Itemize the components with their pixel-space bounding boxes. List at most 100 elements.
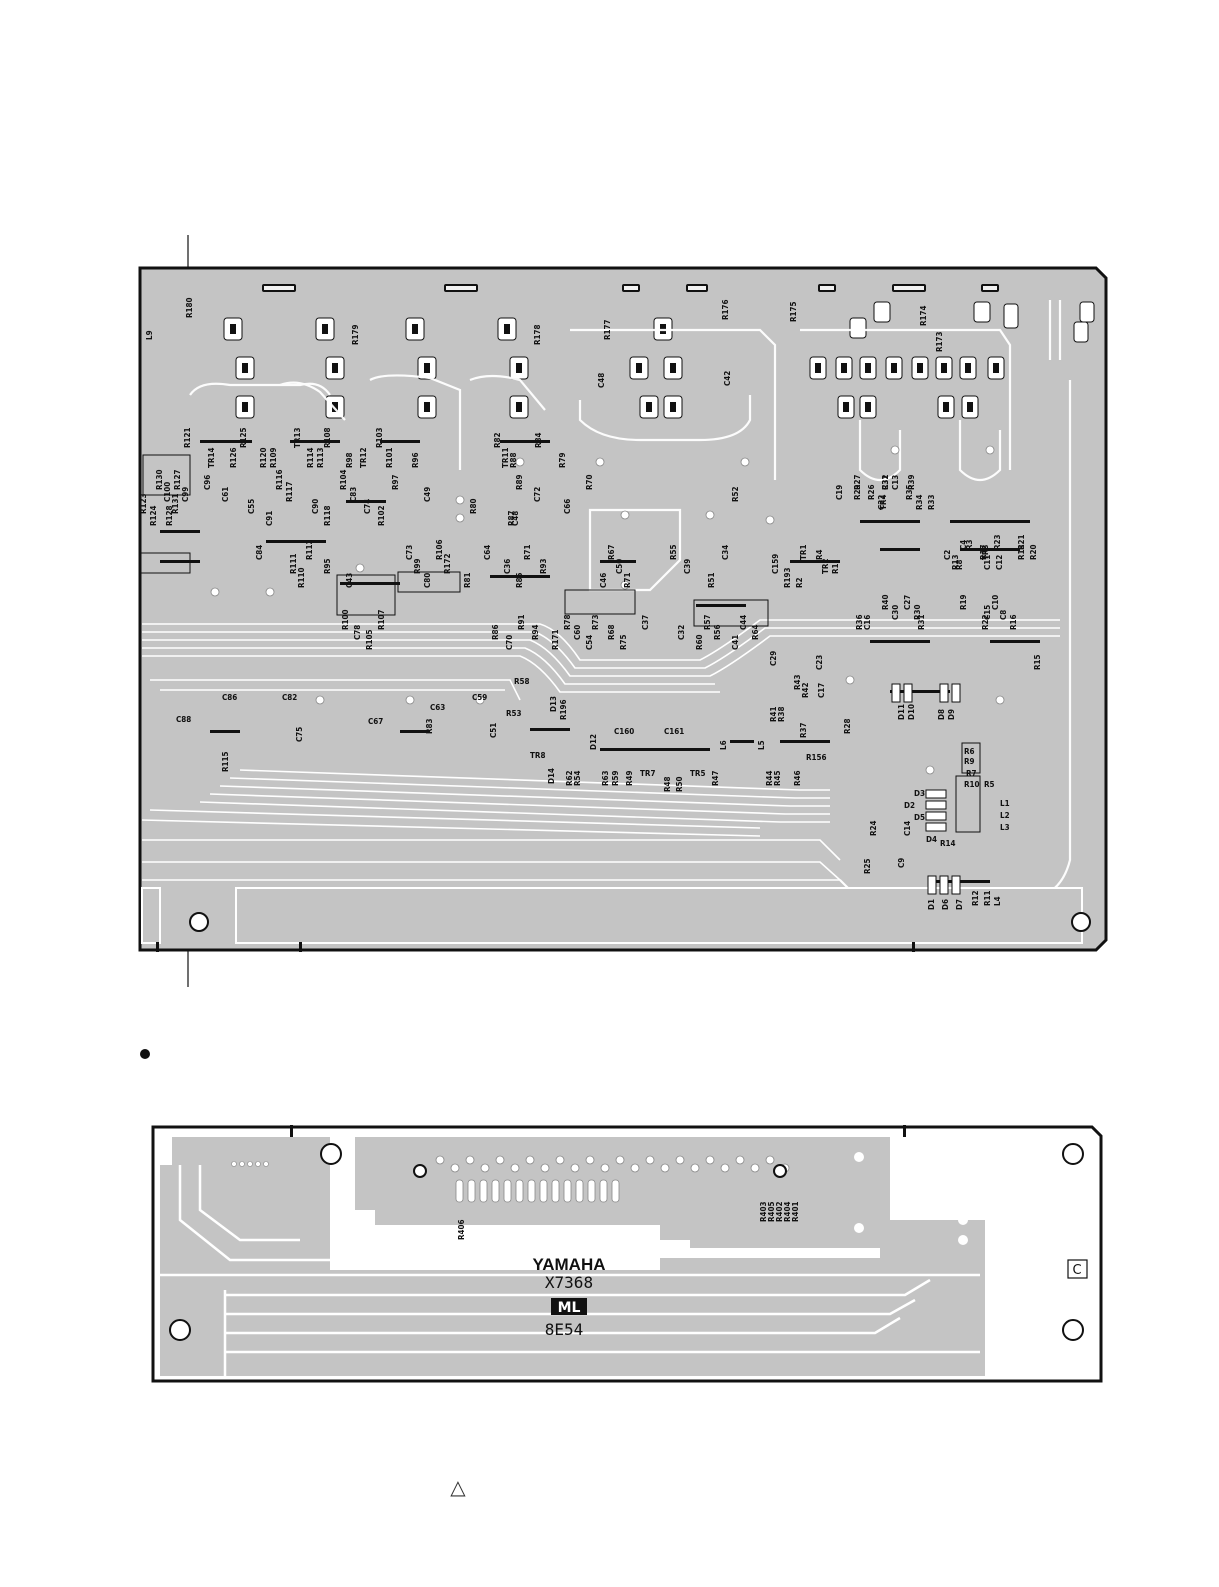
component-label: R115 bbox=[221, 751, 230, 772]
component-label: C34 bbox=[721, 545, 730, 560]
component-label: R91 bbox=[517, 614, 526, 630]
component-label: R98 bbox=[345, 452, 354, 468]
component-label: R125 bbox=[239, 427, 248, 448]
component-label: C37 bbox=[641, 615, 650, 630]
component-label: C48 bbox=[511, 511, 520, 526]
component-label: C90 bbox=[311, 499, 320, 514]
component-label: R43 bbox=[793, 674, 802, 690]
component-label: R101 bbox=[385, 447, 394, 468]
component-label: L6 bbox=[719, 740, 728, 750]
connector-finger bbox=[563, 1179, 572, 1203]
component-label: TR2 bbox=[821, 559, 830, 574]
component-label: L2 bbox=[1000, 811, 1010, 820]
component-label: R405 bbox=[767, 1201, 776, 1222]
component-label: C42 bbox=[723, 371, 732, 386]
component-label: D10 bbox=[907, 704, 916, 720]
component-label: R2 bbox=[795, 577, 804, 588]
component-label: C96 bbox=[203, 475, 212, 490]
component-label: C10 bbox=[991, 595, 1000, 610]
component-label: C61 bbox=[221, 487, 230, 502]
component-label: R175 bbox=[789, 301, 798, 322]
connector-finger bbox=[551, 1179, 560, 1203]
via-pad bbox=[495, 1155, 505, 1165]
lot-code: 8E54 bbox=[545, 1320, 584, 1339]
component-label: R23 bbox=[993, 534, 1002, 550]
component-label: R99 bbox=[413, 558, 422, 574]
component-label: C80 bbox=[423, 573, 432, 588]
ml-badge-bg bbox=[551, 1298, 587, 1315]
component-label: C74 bbox=[363, 499, 372, 514]
component-label: R54 bbox=[573, 770, 582, 786]
component-label: R96 bbox=[411, 452, 420, 468]
component-label: C27 bbox=[903, 595, 912, 610]
component-label: R103 bbox=[375, 427, 384, 448]
component-label: R174 bbox=[919, 305, 928, 326]
connector-finger bbox=[575, 1179, 584, 1203]
component-label: R16 bbox=[1009, 614, 1018, 630]
component-label: R29 bbox=[853, 484, 862, 500]
component-label: C73 bbox=[405, 545, 414, 560]
component-label: R118 bbox=[323, 505, 332, 526]
via-pad bbox=[510, 1163, 520, 1173]
component-label: R34 bbox=[915, 494, 924, 510]
component-label: R11 bbox=[983, 890, 992, 906]
via-pad bbox=[465, 1155, 475, 1165]
component-label: C50 bbox=[615, 559, 624, 574]
component-label: R15 bbox=[1033, 654, 1042, 670]
via-pad bbox=[675, 1155, 685, 1165]
via-pad bbox=[600, 1163, 610, 1173]
via-pad bbox=[480, 1163, 490, 1173]
component-label: R109 bbox=[269, 447, 278, 468]
component-label: D12 bbox=[589, 734, 598, 750]
component-label: R110 bbox=[297, 567, 306, 588]
corner-mark: C bbox=[1072, 1263, 1081, 1278]
component-label: R112 bbox=[305, 539, 314, 560]
via-pad bbox=[630, 1163, 640, 1173]
component-label: D9 bbox=[947, 709, 956, 720]
component-label: C72 bbox=[533, 487, 542, 502]
component-label: R123 bbox=[139, 493, 148, 514]
component-label: R84 bbox=[534, 432, 543, 448]
component-label: R127 bbox=[173, 469, 182, 490]
component-label: C2 bbox=[943, 550, 952, 560]
component-label: R130 bbox=[155, 469, 164, 490]
component-label: R7 bbox=[966, 769, 977, 778]
component-label: R49 bbox=[625, 770, 634, 786]
connector-finger bbox=[479, 1179, 488, 1203]
component-label: TR7 bbox=[640, 769, 655, 778]
connector-finger bbox=[539, 1179, 548, 1203]
component-label: D7 bbox=[955, 899, 964, 910]
component-label: R20 bbox=[1029, 544, 1038, 560]
component-label: C60 bbox=[573, 625, 582, 640]
component-label: C13 bbox=[891, 475, 900, 490]
component-label: C41 bbox=[731, 635, 740, 650]
component-label: R62 bbox=[565, 770, 574, 786]
connector-finger bbox=[503, 1179, 512, 1203]
component-label: C4 bbox=[959, 540, 968, 550]
component-label: R406 bbox=[457, 1219, 466, 1240]
component-label: C44 bbox=[739, 615, 748, 630]
component-label: TR3 bbox=[981, 545, 990, 560]
component-label: C43 bbox=[345, 573, 354, 588]
sub-board bbox=[151, 1125, 1103, 1383]
connector-finger bbox=[515, 1179, 524, 1203]
component-label: R24 bbox=[869, 820, 878, 836]
component-label: R22 bbox=[981, 614, 990, 630]
via-pad bbox=[540, 1163, 550, 1173]
component-label: R114 bbox=[306, 447, 315, 468]
component-label: R79 bbox=[558, 452, 567, 468]
component-label: C30 bbox=[891, 605, 900, 620]
component-label: D3 bbox=[914, 789, 925, 798]
component-label: R172 bbox=[443, 553, 452, 574]
component-label: C84 bbox=[255, 545, 264, 560]
component-label: R58 bbox=[514, 677, 530, 686]
component-label: R6 bbox=[964, 747, 975, 756]
component-label: D8 bbox=[937, 709, 946, 720]
component-label: R27 bbox=[853, 474, 862, 490]
component-label: C46 bbox=[599, 573, 608, 588]
component-label: R85 bbox=[515, 572, 524, 588]
component-label: TR12 bbox=[359, 448, 368, 468]
component-label: C70 bbox=[505, 635, 514, 650]
via-pad bbox=[705, 1155, 715, 1165]
